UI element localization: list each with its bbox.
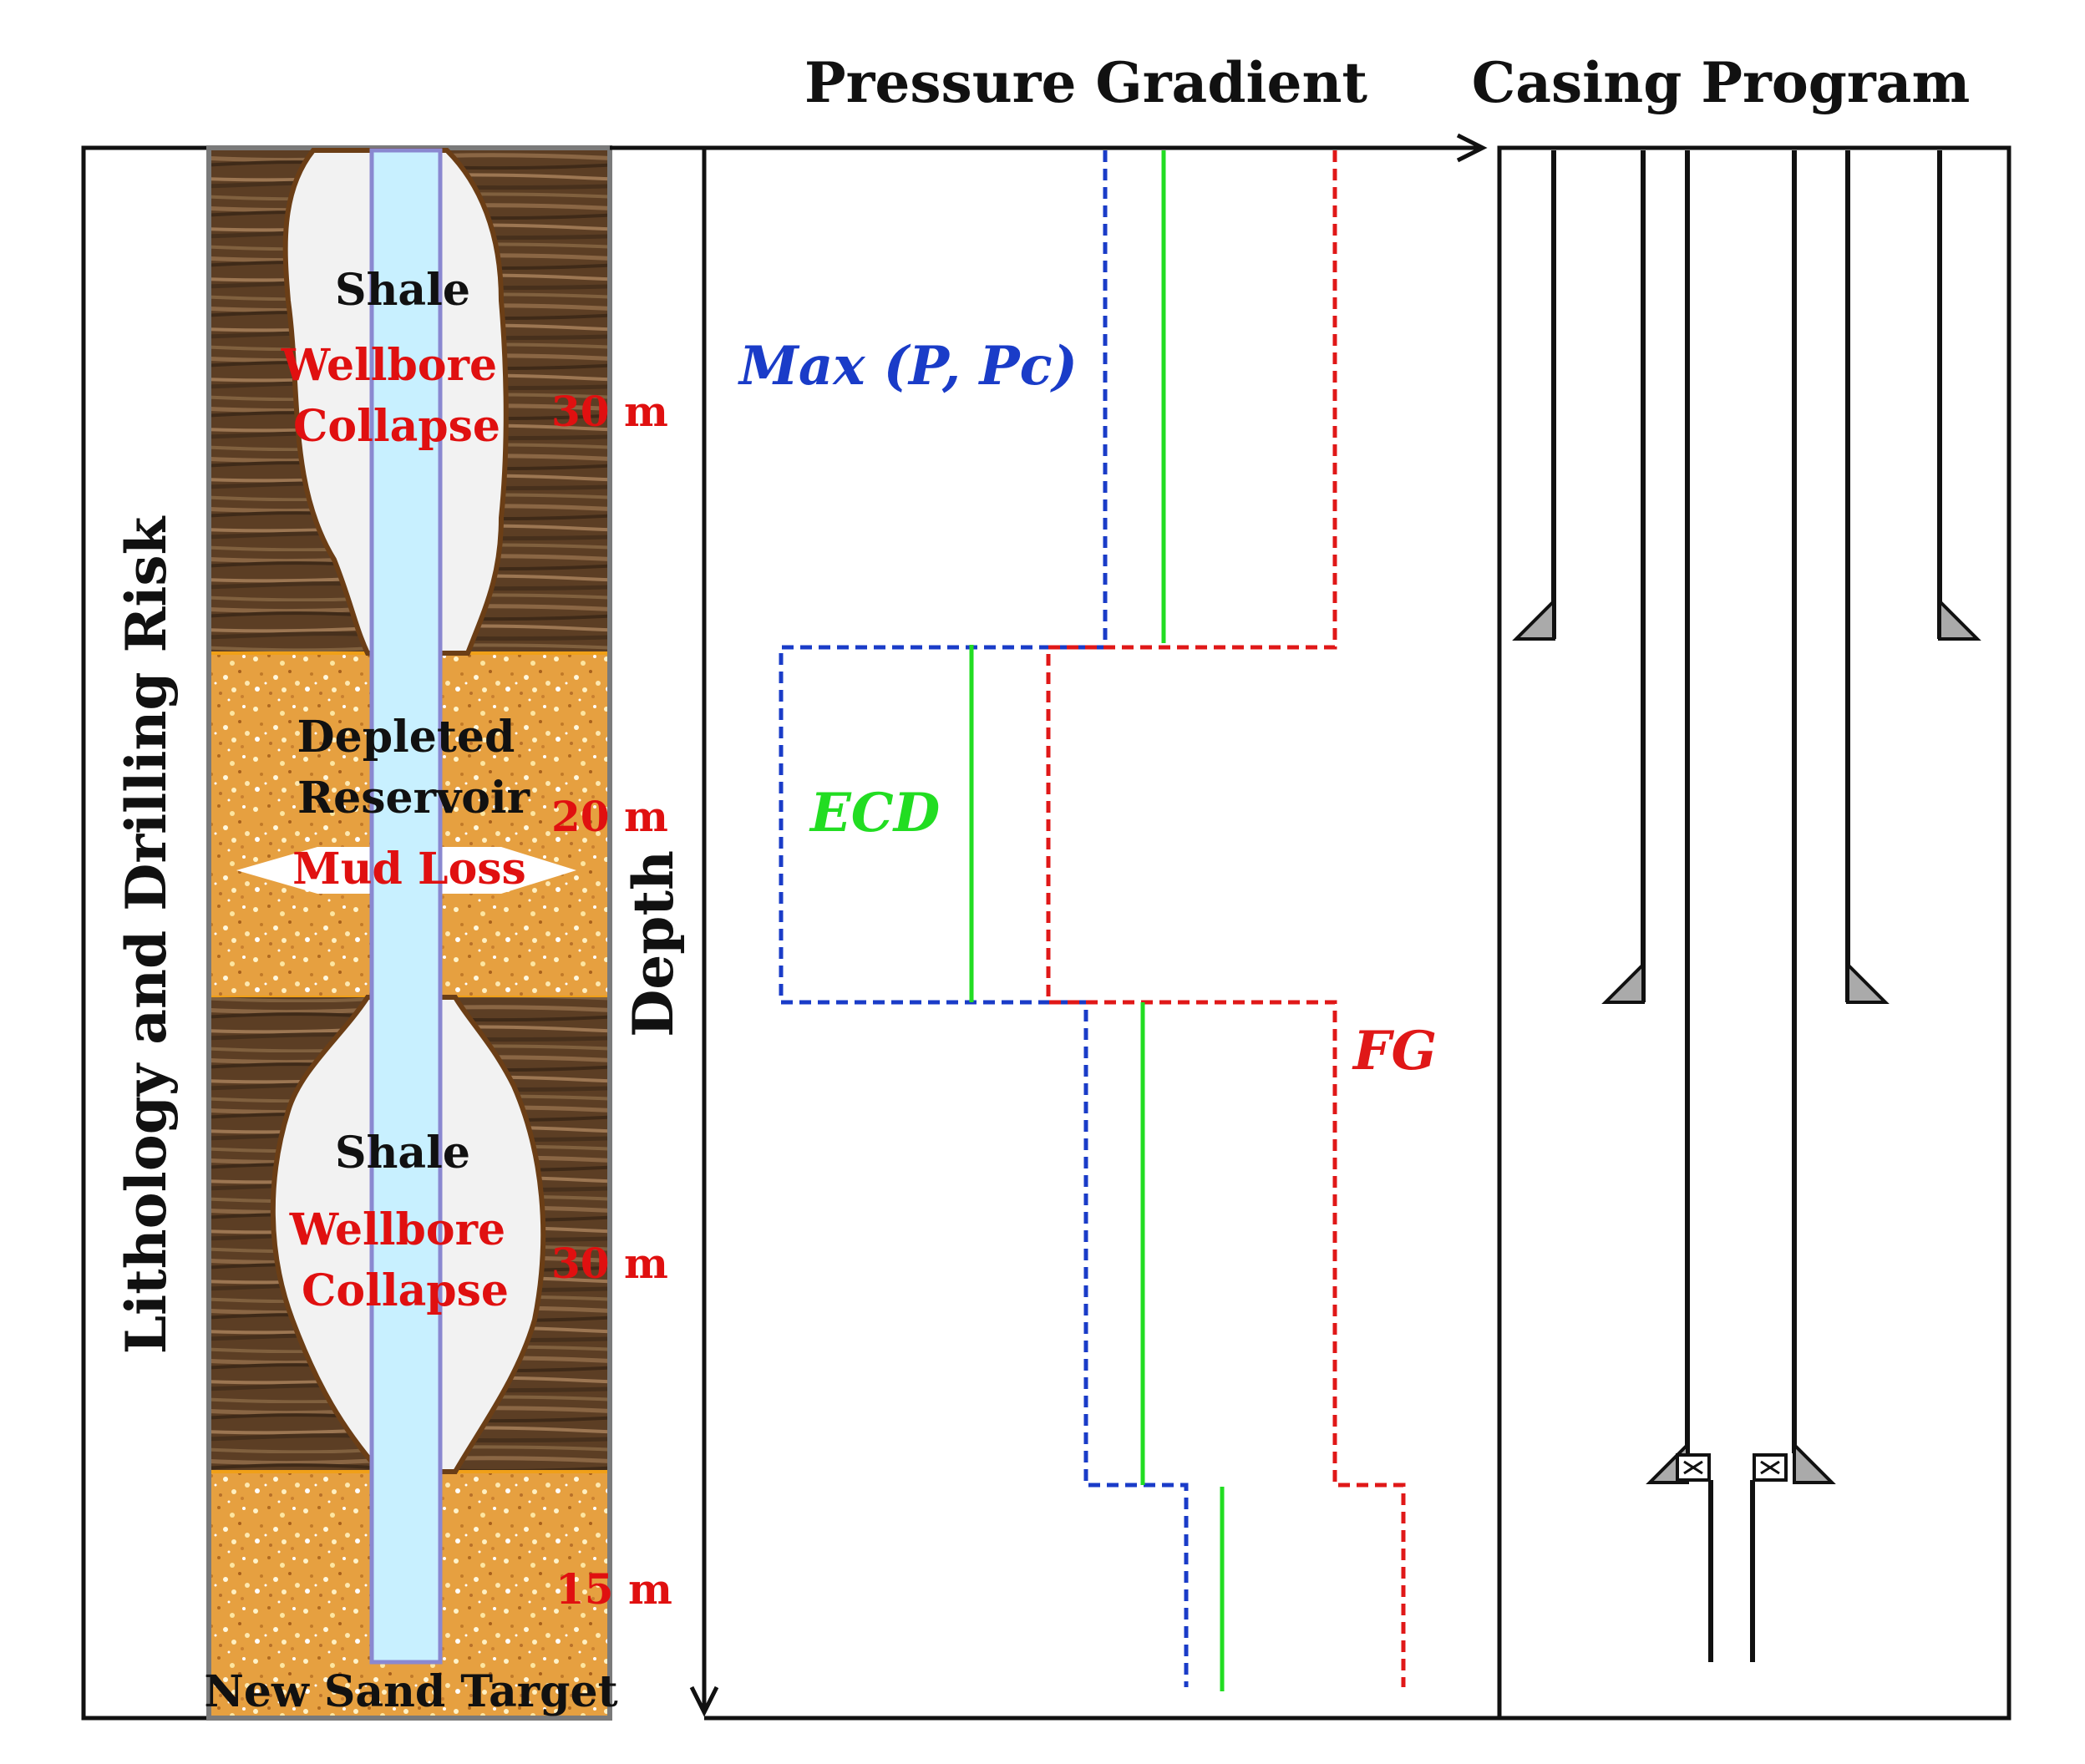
depth-label: Depth <box>621 850 686 1037</box>
packer-right <box>1753 1453 1788 1482</box>
depth-axis: Depth <box>610 133 1488 1717</box>
intermediate-casing-shoe-right <box>1846 961 1890 1004</box>
layer-1-thickness: 30 m <box>551 387 668 436</box>
layer-2-thickness: 20 m <box>551 792 668 841</box>
title-box <box>81 145 211 1721</box>
max-p-pc-label: Max (P, Pc) <box>738 335 1078 398</box>
lithology-column: Shale Wellbore Collapse Depleted Reservo… <box>204 145 672 1721</box>
top-axis-arrowhead <box>1456 133 1488 163</box>
layer-3-risk-line-1: Wellbore <box>289 1204 505 1255</box>
fg-label: FG <box>1352 1020 1437 1082</box>
layer-1-lithology: Shale <box>335 265 470 316</box>
layer-1-risk-line-2: Collapse <box>293 401 500 452</box>
layer-2-lithology-line-2: Reservoir <box>297 773 530 824</box>
ecd-label: ECD <box>809 782 941 844</box>
production-casing-shoe-right <box>1793 1441 1836 1484</box>
max-p-pc-curve <box>779 150 1189 1687</box>
casing-program <box>704 145 2011 1721</box>
layer-3-lithology: Shale <box>335 1128 470 1179</box>
layer-2-risk: Mud Loss <box>292 844 526 895</box>
surface-casing-shoe-left <box>1512 597 1555 641</box>
packer-left <box>1676 1453 1711 1482</box>
layer-2-lithology-line-1: Depleted <box>297 712 515 763</box>
layer-2-lithology: Depleted Reservoir <box>297 712 530 824</box>
lithology-title: Lithology and Drilling Risk <box>114 515 179 1354</box>
layer-1-risk: Wellbore Collapse <box>281 340 512 452</box>
layer-3-thickness: 30 m <box>551 1239 668 1288</box>
pressure-gradient-header: Pressure Gradient <box>804 50 1368 115</box>
layer-3-risk: Wellbore Collapse <box>289 1204 520 1316</box>
wellbore <box>369 148 443 1665</box>
layer-4-thickness: 15 m <box>555 1564 672 1614</box>
fg-curve <box>1046 150 1406 1687</box>
layer-4-lithology: New Sand Target <box>204 1666 617 1717</box>
casing-program-header: Casing Program <box>1472 50 1971 115</box>
intermediate-casing-shoe-left <box>1601 961 1645 1004</box>
pressure-curves: Max (P, Pc) ECD FG <box>738 150 1437 1691</box>
layer-1-risk-line-1: Wellbore <box>281 340 497 391</box>
depth-axis-arrowhead <box>689 1685 719 1717</box>
layer-3-risk-line-2: Collapse <box>302 1265 509 1316</box>
surface-casing-shoe-right <box>1938 597 1981 641</box>
